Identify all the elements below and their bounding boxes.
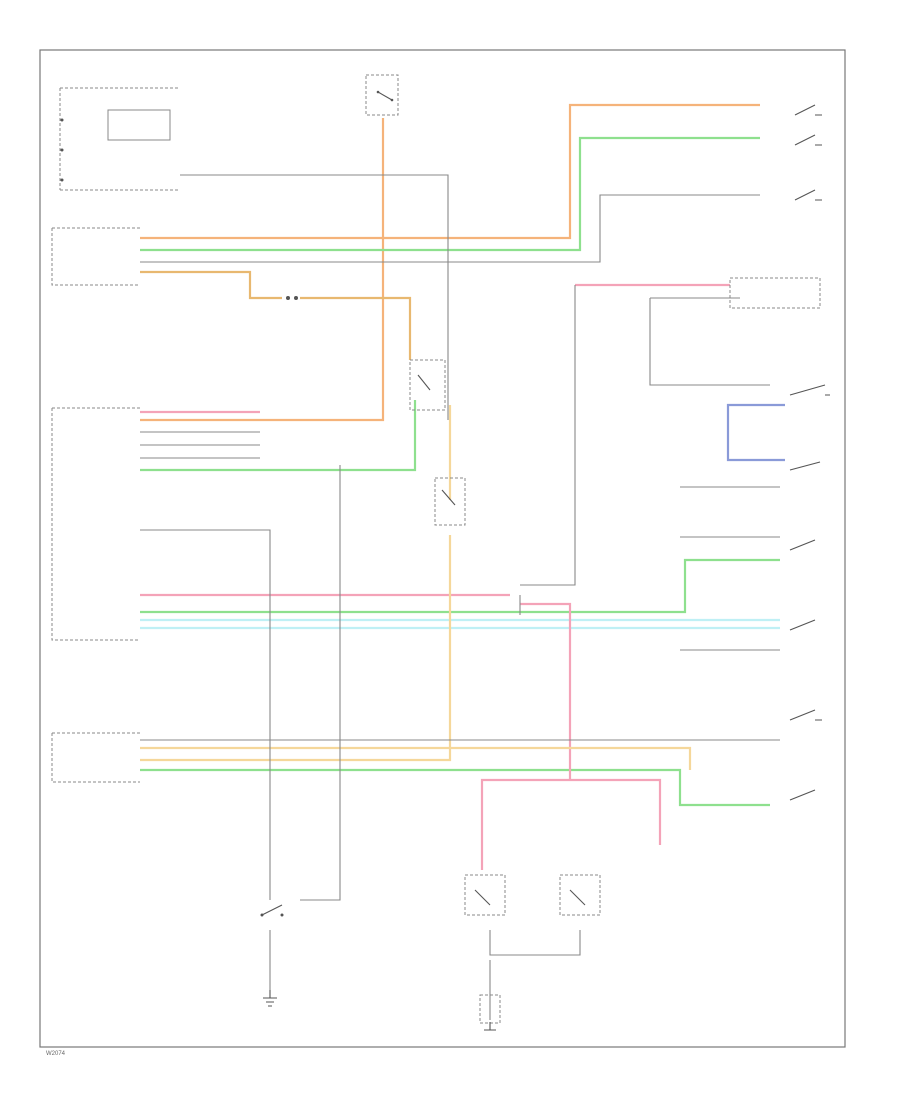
wire-yellow-main [140,405,452,762]
switch-bottom-left [260,904,284,917]
wire-pink-right [520,602,572,780]
wire-green-bottom [140,768,770,807]
wire-pink-bottom [480,778,662,870]
component-box-left-body-control [51,407,140,641]
footer-code: W2074 [46,1051,66,1057]
wire-orange-group [140,103,760,422]
relay-bottom-right [559,874,601,916]
diagram-frame [39,49,846,1048]
wire-orange-top [140,103,760,240]
wire-green-mid [140,400,417,472]
wire-orange-vertical [140,118,385,422]
switch-right-1 [794,104,822,116]
wire-green-top [140,136,760,252]
switch-right-7 [789,619,816,631]
wire-pink-group [140,283,730,870]
component-box-left-door [51,732,140,783]
wire-blue-loop [726,403,785,462]
wire-cyan-group [140,618,780,630]
component-box-top-left [59,87,180,191]
relay-bottom-left [464,874,506,916]
connector-small [286,296,298,300]
ground-box-bottom [479,994,501,1031]
switch-center-lower [434,477,466,526]
component-box-left-2 [51,227,140,286]
switch-right-5 [789,461,821,471]
switch-right-3 [794,189,822,201]
wire-green-group [140,136,780,807]
wire-green-right [140,558,780,614]
switch-right-6 [789,539,816,551]
ground-symbol-left [263,990,277,1007]
switch-right-2 [794,134,822,146]
switch-right-4 [789,384,830,396]
wire-gray-group [140,174,780,1020]
switch-center-upper [409,359,446,411]
relay-top-center [365,74,399,116]
wire-yellow-group [140,405,692,770]
wire-orange-tan [140,270,412,360]
switch-right-9 [789,789,816,801]
wire-yellow-left [140,746,692,770]
component-right-box-1 [729,277,821,309]
switch-right-8 [789,709,822,721]
